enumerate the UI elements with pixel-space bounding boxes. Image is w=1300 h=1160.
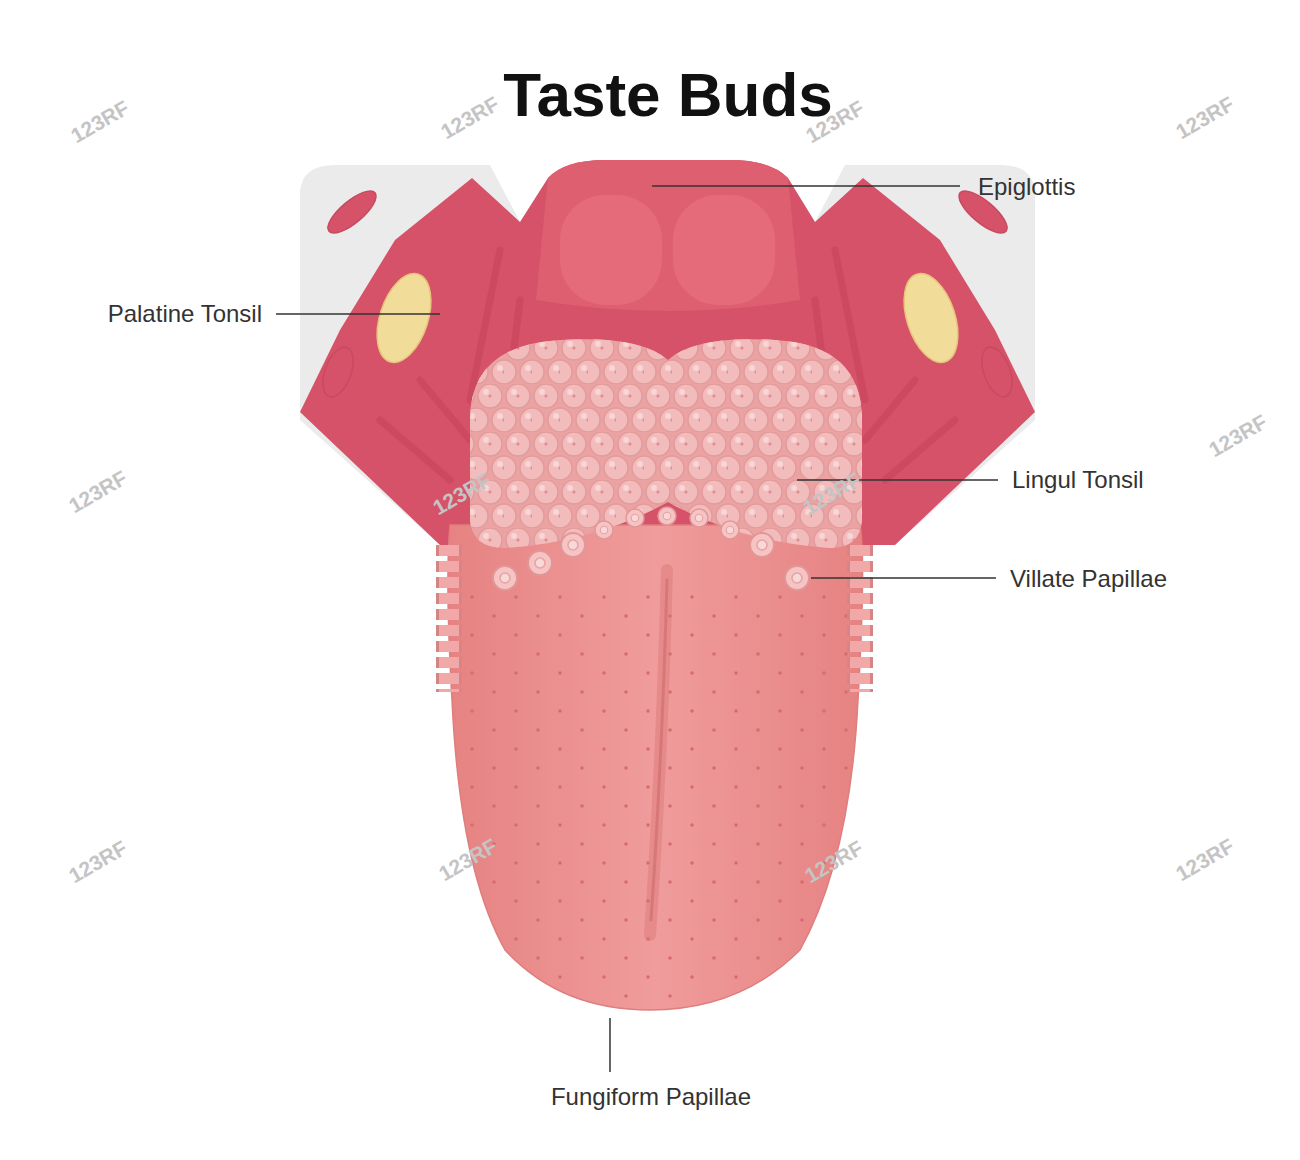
part-label: Fungiform Papillae (551, 1083, 751, 1111)
foliate-papillae (439, 545, 459, 692)
pharynx-folds (420, 380, 470, 440)
leader-lines (276, 313, 440, 315)
watermark: 123RF (1172, 834, 1239, 886)
vallate-papillae-shape (785, 566, 809, 590)
epiglottis-shape (673, 195, 775, 305)
vallate-papillae-shape (750, 533, 774, 557)
vallate-papillae-shape (561, 533, 585, 557)
watermark: 123RF (437, 92, 504, 144)
foliate-papillae (847, 545, 873, 692)
median-groove (651, 580, 667, 920)
vallate-papillae-shape (493, 507, 809, 590)
section-vessels (317, 343, 359, 401)
leader-lines (797, 479, 998, 481)
pharynx-folds (380, 420, 450, 480)
palatine-tonsil-shape (367, 267, 441, 369)
section-vessels (976, 343, 1018, 401)
tongue-body (448, 525, 863, 1010)
leader-lines (811, 577, 996, 579)
vallate-papillae-shape (626, 509, 644, 527)
pharynx-folds (865, 380, 915, 440)
part-label: Palatine Tonsil (108, 300, 262, 328)
part-label: Epiglottis (978, 173, 1075, 201)
lingual-tonsil-shape (470, 339, 862, 548)
median-groove (650, 570, 667, 935)
epiglottis-shape (536, 160, 800, 311)
diagram-title: Taste Buds (503, 59, 833, 130)
vallate-papillae-shape (690, 509, 708, 527)
watermark: 123RF (1205, 410, 1272, 462)
foliate-papillae (850, 545, 870, 692)
epiglottis-shape (560, 195, 662, 305)
watermark: 123RF (1172, 92, 1239, 144)
pharynx-folds (885, 420, 955, 480)
foliate-papillae (449, 545, 860, 692)
watermark: 123RF (65, 466, 132, 518)
vallate-papillae-shape (528, 551, 552, 575)
leader-lines (609, 1018, 611, 1072)
section-vessels (322, 184, 382, 239)
foliate-papillae (436, 545, 462, 692)
lingual-tonsil-shape (470, 339, 862, 548)
watermark: 123RF (67, 96, 134, 148)
part-label: Lingul Tonsil (1012, 466, 1144, 494)
leader-lines (652, 185, 960, 187)
vallate-papillae-shape (595, 521, 613, 539)
part-label: Villate Papillae (1010, 565, 1167, 593)
palatine-tonsil-shape (894, 267, 968, 369)
epiglottis-shape (536, 160, 800, 311)
leader-lines (276, 186, 998, 1072)
vallate-papillae-shape (721, 521, 739, 539)
tongue (448, 339, 863, 1010)
vallate-papillae-shape (493, 566, 517, 590)
vallate-papillae-shape (658, 507, 676, 525)
watermark: 123RF (65, 836, 132, 888)
lingual-tonsil-shape (470, 339, 862, 548)
